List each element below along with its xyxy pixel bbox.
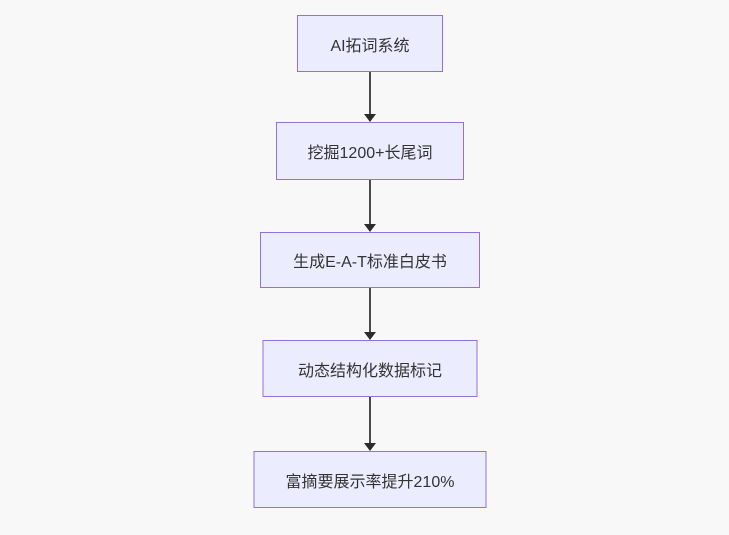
arrow-down-icon — [364, 443, 376, 451]
arrow-down-icon — [364, 332, 376, 340]
arrow-down-icon — [364, 224, 376, 232]
arrow-line — [369, 180, 371, 226]
flow-edge-a-b — [363, 72, 377, 122]
flow-node-label: AI拓词系统 — [330, 37, 410, 55]
flow-node-structured-data-markup: 动态结构化数据标记 — [262, 340, 478, 397]
flow-edge-b-c — [363, 180, 377, 232]
flow-edge-d-e — [363, 397, 377, 451]
arrow-line — [369, 72, 371, 116]
arrow-line — [369, 397, 371, 445]
flow-node-label: 富摘要展示率提升210% — [285, 473, 455, 491]
arrow-line — [369, 288, 371, 334]
flow-node-label: 生成E-A-T标准白皮书 — [293, 254, 447, 271]
flow-node-longtail-mining: 挖掘1200+长尾词 — [276, 122, 464, 180]
flow-node-ai-keyword-system: AI拓词系统 — [297, 15, 443, 72]
flow-node-rich-snippet-result: 富摘要展示率提升210% — [253, 451, 487, 508]
flow-edge-c-d — [363, 288, 377, 340]
flow-node-eat-whitepaper: 生成E-A-T标准白皮书 — [260, 232, 480, 288]
arrow-down-icon — [364, 114, 376, 122]
flow-node-label: 动态结构化数据标记 — [297, 362, 442, 380]
flow-node-label: 挖掘1200+长尾词 — [307, 145, 433, 162]
